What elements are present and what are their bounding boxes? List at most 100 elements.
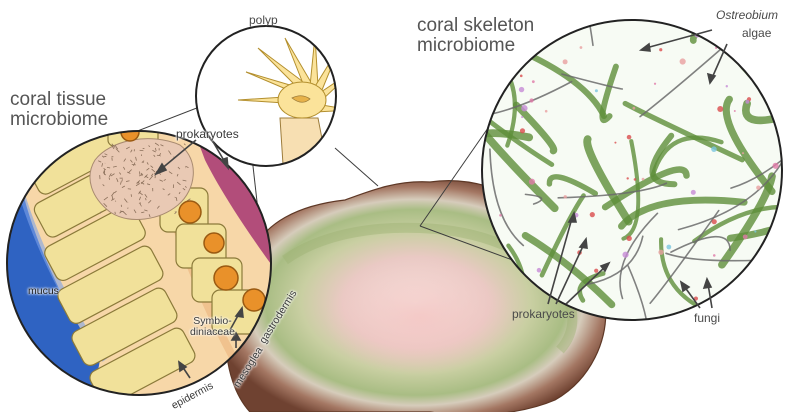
prokaryote-speck <box>614 141 617 144</box>
arrow-head <box>154 162 168 176</box>
arrow-head <box>178 360 188 373</box>
prokaryote-rod <box>176 173 179 177</box>
prokaryote-speck <box>658 249 664 255</box>
prokaryote-speck <box>641 177 645 181</box>
prokaryote-rod <box>127 207 129 209</box>
prokaryote-rod <box>156 205 160 209</box>
algae-filament <box>512 101 558 155</box>
algae-filament <box>650 135 724 178</box>
arrow-prokaryotes-skel-2 <box>555 243 585 305</box>
prokaryote-rod <box>126 180 130 182</box>
prokaryote-speck <box>536 267 542 273</box>
prokaryote-rod <box>144 193 148 198</box>
prokaryote-rod <box>144 209 148 212</box>
prokaryote-speck <box>679 58 686 65</box>
arrow-fungi-1 <box>683 285 701 309</box>
prokaryote-speck <box>626 134 632 140</box>
prokaryote-rod <box>174 196 177 199</box>
prokaryote-rod <box>163 179 167 181</box>
arrow-prokaryotes-skel-1 <box>547 217 573 305</box>
prokaryote-speck <box>741 152 745 155</box>
prokaryote-speck <box>742 234 748 240</box>
prokaryote-speck <box>594 89 598 93</box>
prokaryote-rod <box>102 184 105 187</box>
algae-filament <box>482 100 559 213</box>
polyp-circle-border <box>195 25 337 167</box>
fungal-hypha <box>489 148 525 247</box>
prokaryote-cluster <box>89 138 194 220</box>
prokaryote-rod <box>174 211 177 215</box>
prokaryote-speck <box>725 85 728 88</box>
arrow-head <box>230 331 242 341</box>
polyp-circle <box>195 25 337 167</box>
prokaryote-rod <box>115 148 120 153</box>
fungal-hypha <box>561 73 624 90</box>
arrow-ostreobium-2 <box>711 43 728 79</box>
prokaryote-rod <box>145 197 147 201</box>
prokaryote-speck <box>716 297 722 303</box>
fungal-hypha <box>587 235 644 285</box>
algae-filament <box>622 100 745 163</box>
prokaryote-speck <box>653 82 657 85</box>
coral-colony-green-band <box>282 222 578 354</box>
symbiont-cell <box>242 288 266 312</box>
prokaryote-speck <box>733 109 736 112</box>
algae-filament <box>621 139 641 241</box>
arrow-prokaryotes-skel-3 <box>565 265 607 305</box>
prokaryote-speck <box>712 254 716 257</box>
prokaryote-speck <box>529 98 534 103</box>
label-fungi: fungi <box>694 311 721 325</box>
prokaryote-rod <box>103 167 107 171</box>
prokaryote-speck <box>563 195 567 199</box>
label-algae: algae <box>742 26 772 40</box>
connector-skeleton-top <box>419 127 489 227</box>
algae-filament <box>577 271 606 303</box>
prokaryote-rod <box>138 196 142 201</box>
prokaryote-rod <box>108 177 111 180</box>
prokaryote-speck <box>626 177 629 180</box>
prokaryote-rod <box>120 181 122 185</box>
prokaryote-rod <box>154 147 157 152</box>
prokaryote-speck <box>518 86 525 93</box>
prokaryote-rod <box>136 180 141 184</box>
prokaryote-rod <box>160 144 164 147</box>
prokaryote-speck <box>632 106 636 110</box>
prokaryote-speck <box>519 128 526 134</box>
label-coral-skeleton-line2: microbiome <box>417 34 516 56</box>
prokaryote-rod <box>98 160 102 163</box>
prokaryote-rod <box>126 171 131 174</box>
prokaryote-rod <box>167 193 171 196</box>
arrow-prokaryotes-cluster <box>159 139 197 171</box>
prokaryote-rod <box>144 175 149 179</box>
prokaryote-rod <box>112 165 117 168</box>
prokaryote-speck <box>521 105 528 112</box>
prokaryote-rod <box>114 190 117 194</box>
prokaryote-speck <box>633 178 637 181</box>
prokaryote-rod <box>177 166 181 170</box>
prokaryote-rod <box>123 166 126 170</box>
prokaryote-speck <box>768 99 774 105</box>
label-coral-skeleton-line1: coral skeleton <box>417 15 535 36</box>
prokaryote-speck <box>521 115 524 119</box>
prokaryote-rod <box>114 144 119 150</box>
prokaryote-rod <box>141 211 145 214</box>
prokaryote-rod <box>168 150 172 155</box>
prokaryote-rod <box>159 179 163 182</box>
prokaryote-rod <box>130 159 133 163</box>
fungal-hypha <box>619 212 659 300</box>
prokaryote-speck <box>690 189 696 195</box>
prokaryote-speck <box>717 105 724 112</box>
prokaryote-rod <box>152 150 156 153</box>
prokaryote-rod <box>110 173 115 177</box>
prokaryote-rod <box>102 169 105 174</box>
prokaryote-speck <box>745 99 750 104</box>
annotation-arrows <box>154 29 728 379</box>
prokaryote-rod <box>150 165 154 168</box>
connector-polyp-coral <box>334 147 379 187</box>
algae-filament <box>742 99 782 125</box>
algae-filament <box>539 193 586 278</box>
prokaryote-rod <box>133 209 137 214</box>
prokaryote-rod <box>99 211 102 214</box>
prokaryote-speck <box>659 48 663 52</box>
